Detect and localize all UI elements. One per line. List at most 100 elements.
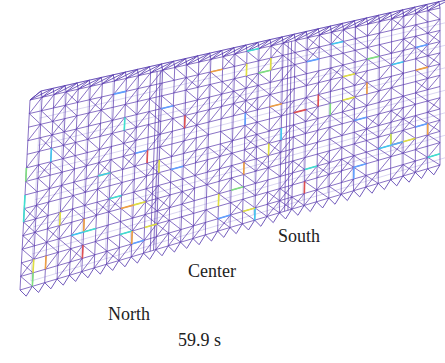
base-teeth-member	[397, 176, 403, 186]
front-frame	[20, 8, 440, 290]
front-frame-member	[209, 94, 222, 109]
front-frame-member	[30, 8, 440, 100]
front-frame-member	[319, 47, 331, 56]
front-frame-member	[428, 112, 440, 120]
front-frame-member	[243, 187, 255, 196]
front-frame-member	[210, 84, 222, 94]
front-frame-member	[106, 248, 119, 265]
front-frame-member	[379, 45, 391, 54]
front-frame-member	[329, 159, 341, 174]
front-frame-member	[391, 65, 403, 73]
front-frame-member	[428, 120, 440, 135]
front-frame-member	[416, 59, 428, 67]
base-teeth-member	[341, 194, 347, 200]
front-frame-member	[279, 197, 292, 213]
base-teeth-member	[168, 246, 174, 252]
front-frame-member	[268, 168, 280, 177]
front-frame-member	[187, 65, 199, 75]
base-teeth-member	[100, 264, 106, 274]
front-frame-member	[403, 116, 415, 131]
front-frame-member	[108, 238, 120, 247]
base-teeth-member	[199, 235, 205, 245]
front-frame-member	[27, 53, 440, 154]
front-frame-member	[198, 72, 211, 87]
front-frame-member	[21, 276, 33, 286]
front-frame-member	[53, 105, 66, 121]
front-frame-member	[137, 99, 150, 115]
front-frame-member	[234, 88, 246, 103]
base-teeth-member	[360, 187, 366, 197]
front-frame-member	[259, 46, 271, 61]
base-teeth-member	[174, 242, 180, 252]
front-frame-member	[255, 180, 268, 196]
front-frame-member	[330, 127, 342, 136]
stress-mark	[304, 181, 306, 193]
front-frame-member	[169, 220, 181, 229]
roof-truss-member	[187, 53, 210, 65]
front-frame-member	[125, 117, 137, 127]
front-frame-member	[170, 192, 183, 208]
front-frame-member	[295, 40, 307, 49]
stress-mark	[135, 150, 147, 153]
front-frame-member	[85, 189, 98, 205]
front-frame-member	[270, 80, 282, 95]
back-frame-member	[31, 156, 445, 281]
front-frame-member	[110, 173, 122, 183]
front-frame-member	[270, 95, 282, 104]
front-frame-member	[219, 166, 232, 182]
front-frame-member	[59, 239, 71, 249]
base-teeth-member	[119, 261, 125, 267]
roof-truss-member	[125, 72, 126, 78]
front-frame-member	[99, 146, 112, 162]
front-frame-member	[60, 196, 73, 213]
front-frame-member	[354, 156, 366, 164]
stress-mark	[343, 97, 355, 100]
front-frame-member	[125, 104, 137, 114]
front-frame-member	[63, 159, 75, 169]
roof-truss-member	[415, 7, 416, 13]
front-frame-member	[428, 30, 440, 44]
front-frame-member	[319, 35, 331, 44]
front-frame-member	[62, 169, 75, 185]
front-frame-member	[416, 93, 428, 101]
front-frame-member	[53, 92, 66, 108]
front-frame-member	[47, 212, 60, 229]
front-frame-member	[197, 97, 210, 113]
stress-mark	[416, 67, 428, 70]
front-frame-member	[121, 209, 133, 219]
front-frame-member	[86, 163, 99, 179]
front-frame-member	[197, 110, 210, 126]
front-frame-member	[51, 148, 62, 158]
front-frame-member	[171, 169, 183, 178]
stress-mark	[98, 173, 110, 176]
front-frame-member	[184, 138, 197, 154]
front-frame-member	[354, 175, 366, 190]
front-frame-member	[196, 135, 209, 151]
front-frame-member	[74, 182, 86, 192]
front-frame-member	[391, 119, 403, 134]
front-frame-member	[366, 152, 378, 160]
base-teeth-member	[162, 246, 168, 256]
front-frame-member	[379, 149, 391, 157]
front-frame-member	[415, 150, 427, 158]
front-frame-member	[256, 156, 269, 172]
front-frame-member	[193, 222, 206, 238]
stress-mark	[146, 150, 148, 163]
base-teeth-member	[88, 268, 94, 278]
front-frame-member	[135, 150, 148, 166]
stress-highlights	[24, 41, 440, 286]
base-teeth-member	[137, 253, 143, 263]
front-frame-member	[280, 185, 293, 201]
base-teeth-member	[378, 183, 384, 189]
base-teeth-member	[94, 268, 100, 274]
front-frame-member	[220, 141, 233, 157]
front-frame-member	[88, 139, 100, 149]
front-frame-member	[71, 219, 84, 236]
front-frame-member	[57, 262, 70, 279]
front-frame-member	[367, 91, 379, 106]
front-frame-member	[168, 230, 181, 246]
front-frame-member	[307, 47, 319, 62]
roof-truss-member	[137, 69, 138, 75]
stress-mark	[268, 143, 270, 155]
front-frame-member	[35, 215, 48, 232]
